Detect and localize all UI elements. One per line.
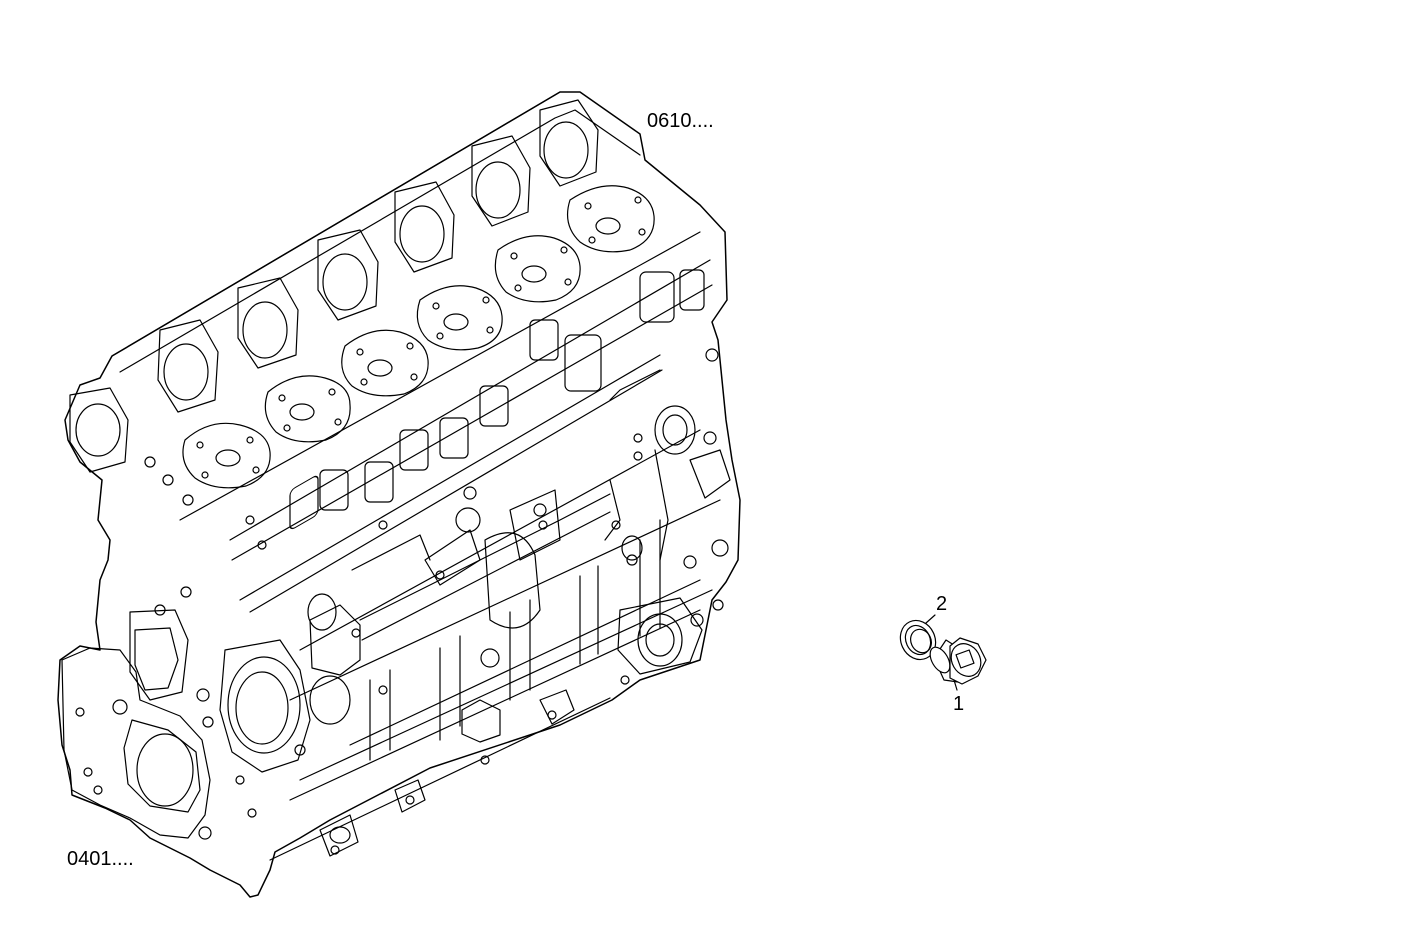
callout-part-1: 1: [953, 693, 964, 715]
callout-0401: 0401....: [67, 848, 134, 870]
front-cover: [61, 609, 311, 839]
threaded-plug: [929, 637, 987, 685]
rear-bosses: [617, 405, 731, 675]
engine-block-outline: [57, 91, 741, 898]
sealing-washer: [899, 619, 937, 661]
block-side-pockets: [289, 269, 705, 530]
callout-part-2: 2: [936, 593, 947, 615]
head-bolt-flanges: [182, 185, 655, 489]
block-holes: [75, 348, 729, 855]
leader-line-part-2: [925, 614, 936, 624]
engine-block: [57, 91, 741, 898]
crankcase-ribs: [307, 369, 701, 857]
cylinder-bores: [69, 99, 599, 473]
leader-line-part-1: [953, 679, 958, 691]
callout-0610: 0610....: [647, 110, 714, 132]
